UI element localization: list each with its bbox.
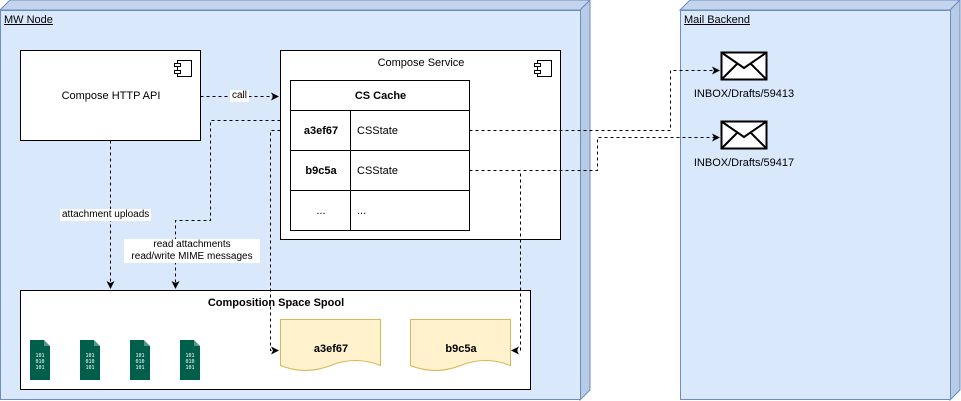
- compose-http-api-label: Compose HTTP API: [61, 90, 161, 102]
- edge-label-read-write-mime: read/write MIME messages: [131, 251, 253, 262]
- mail-label: INBOX/Drafts/59413: [693, 88, 795, 100]
- compose-service-label: Compose Service: [377, 57, 465, 69]
- spool-file-a3ef67: [280, 319, 381, 371]
- mail-backend-title: Mail Backend: [684, 14, 751, 26]
- edge-a3ef67-file: [270, 130, 281, 355]
- edge-read-write: [171, 120, 281, 289]
- binary-file-icon: [30, 340, 200, 380]
- cache-key-cell: ...: [316, 205, 326, 217]
- cache-key-cell: a3ef67: [303, 125, 339, 137]
- spool-file-label: b9c5a: [445, 343, 477, 355]
- mail-icon: [720, 120, 768, 150]
- mw-node-title: MW Node: [4, 14, 53, 26]
- spool-file-label: a3ef67: [313, 343, 349, 355]
- cache-value-cell: ...: [357, 205, 367, 217]
- spool-file-b9c5a: [410, 319, 511, 371]
- edge-label-call: call: [230, 90, 250, 102]
- edge-label-read-attachments: read attachments: [153, 239, 231, 250]
- mail-label: INBOX/Drafts/59417: [693, 157, 795, 169]
- edge-b9c5a-mail: [469, 133, 720, 171]
- edge-a3ef67-mail: [469, 66, 720, 131]
- edge-label-attachment-uploads: attachment uploads: [60, 209, 152, 221]
- edge-label-read-write: read attachments read/write MIME message…: [124, 239, 260, 263]
- cs-cache-title: CS Cache: [354, 90, 407, 102]
- component-icon: [174, 60, 192, 77]
- cache-value-cell: CSState: [357, 125, 398, 137]
- component-icon: [534, 60, 552, 77]
- cs-cache-table: [290, 80, 470, 231]
- cache-value-cell: CSState: [357, 165, 398, 177]
- cache-key-cell: b9c5a: [305, 165, 337, 177]
- spool-title: Composition Space Spool: [207, 297, 345, 309]
- mail-icon: [720, 51, 768, 81]
